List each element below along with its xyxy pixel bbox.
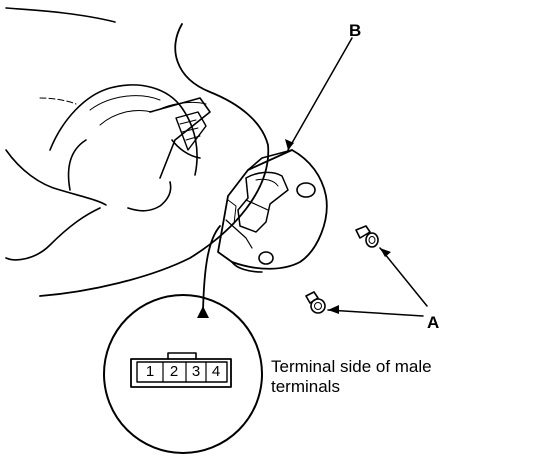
- bolt-upper: [355, 225, 379, 248]
- connector-pin-2: 2: [169, 363, 179, 380]
- connector-pin-4: 4: [211, 363, 221, 380]
- callout-a: A: [427, 313, 440, 332]
- steering-wheel: [5, 7, 270, 297]
- connector-leader: [197, 225, 221, 318]
- bolt-lower: [305, 291, 326, 314]
- connector-pin-3: 3: [191, 363, 201, 380]
- callout-b: B: [349, 21, 362, 40]
- leader-a: [327, 247, 428, 317]
- connector-pin-1: 1: [145, 363, 155, 380]
- connector-housing: [130, 352, 232, 388]
- caption-line-2: terminals: [271, 377, 340, 396]
- detail-circle: [103, 294, 263, 454]
- caption-line-1: Terminal side of male: [271, 357, 432, 376]
- connector-caption: Terminal side of male terminals: [271, 357, 432, 397]
- cover-part-b: [217, 149, 328, 273]
- leader-b: [285, 37, 353, 151]
